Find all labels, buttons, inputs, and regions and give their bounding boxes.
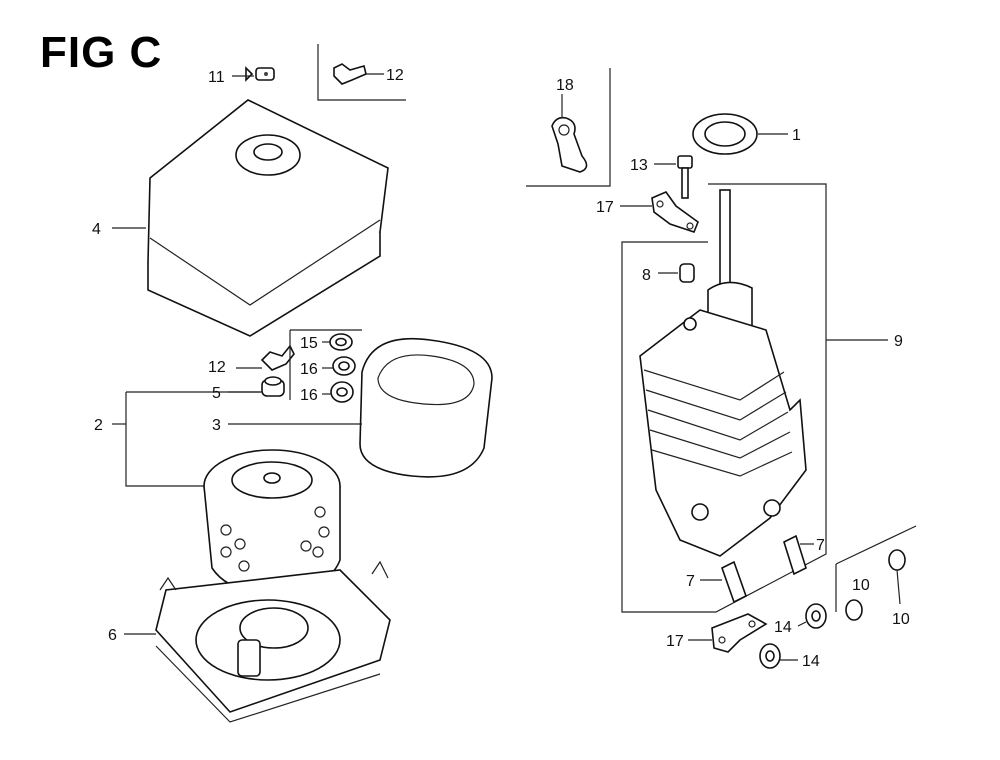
callout-13: 13 <box>630 157 648 174</box>
part-18-clip[interactable] <box>551 116 588 173</box>
part-10-cap-left[interactable] <box>845 599 863 621</box>
part-4-air-cleaner-cover[interactable] <box>147 99 389 337</box>
part-17-stay-lower[interactable] <box>711 613 768 653</box>
callout-14-upper: 14 <box>774 619 792 636</box>
part-14-nut-lower[interactable] <box>759 643 781 669</box>
figure-title: FIG C <box>40 28 163 77</box>
part-11-wing-bolt[interactable] <box>245 66 275 82</box>
callout-2: 2 <box>94 417 103 434</box>
callout-8: 8 <box>642 267 651 284</box>
callout-10-left: 10 <box>852 577 870 594</box>
part-6-air-cleaner-base[interactable] <box>155 560 391 723</box>
part-16-nut-lower[interactable] <box>330 381 354 403</box>
callout-18: 18 <box>556 77 574 94</box>
callout-17-top: 17 <box>596 199 614 216</box>
callout-4: 4 <box>92 221 101 238</box>
part-17-stay-top[interactable] <box>651 191 699 233</box>
callout-17-lower: 17 <box>666 633 684 650</box>
callout-12-top: 12 <box>386 67 404 84</box>
part-2-air-filter-element[interactable] <box>203 449 341 594</box>
callout-12-mid: 12 <box>208 359 226 376</box>
callout-7-left: 7 <box>686 573 695 590</box>
part-5-grommet[interactable] <box>261 376 285 397</box>
part-3-foam-prefilter[interactable] <box>359 337 493 478</box>
callout-7-right: 7 <box>816 537 825 554</box>
part-15-nut[interactable] <box>329 333 353 351</box>
callout-11: 11 <box>208 69 225 86</box>
part-7-tube-left[interactable] <box>721 560 747 604</box>
part-7-tube-right[interactable] <box>783 534 807 576</box>
callout-1: 1 <box>792 127 801 144</box>
part-8-grommet[interactable] <box>679 263 695 283</box>
callout-15: 15 <box>300 335 318 352</box>
callout-10-right: 10 <box>892 611 910 628</box>
part-1-seal-ring[interactable] <box>692 113 758 155</box>
callout-9: 9 <box>894 333 903 350</box>
part-12-wing-nut-mid[interactable] <box>260 344 295 371</box>
callout-16-lower: 16 <box>300 387 318 404</box>
callout-16-upper: 16 <box>300 361 318 378</box>
callout-5: 5 <box>212 385 221 402</box>
callout-6: 6 <box>108 627 117 644</box>
part-14-nut-upper[interactable] <box>805 603 827 629</box>
part-16-nut-upper[interactable] <box>332 356 356 376</box>
part-10-cap-right[interactable] <box>888 549 906 571</box>
callout-14-lower: 14 <box>802 653 820 670</box>
part-13-bolt[interactable] <box>677 155 693 199</box>
part-9-housing[interactable] <box>639 189 807 557</box>
callout-3: 3 <box>212 417 221 434</box>
